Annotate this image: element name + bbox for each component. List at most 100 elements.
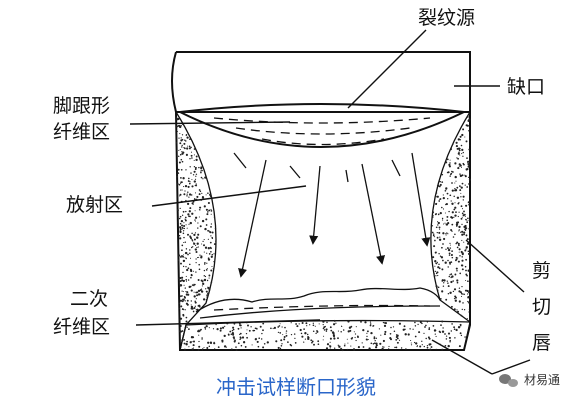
stipple-dot [430, 346, 433, 348]
stipple-dot [449, 341, 451, 343]
stipple-dot [314, 325, 316, 327]
stipple-dot [435, 275, 437, 277]
stipple-dot [201, 337, 203, 339]
stipple-dot [254, 327, 257, 330]
stipple-dot [194, 220, 196, 221]
stipple-dot [191, 348, 194, 351]
stipple-dot [442, 208, 445, 210]
stipple-dot [191, 157, 193, 159]
stipple-dot [183, 236, 185, 239]
stipple-dot [421, 322, 423, 325]
stipple-dot [190, 305, 194, 309]
stipple-dot [447, 332, 451, 335]
stipple-dot [192, 347, 194, 349]
stipple-dot [187, 145, 188, 147]
stipple-dot [294, 337, 296, 340]
stipple-dot [197, 348, 200, 351]
stipple-dot [295, 323, 297, 325]
stipple-dot [217, 346, 220, 348]
stipple-dot [465, 279, 467, 282]
stipple-dot [179, 229, 182, 231]
stipple-dot [237, 342, 240, 345]
stipple-dot [194, 305, 196, 307]
watermark: 材易通 [499, 373, 560, 387]
stipple-dot [182, 265, 185, 268]
stipple-dot [439, 331, 442, 334]
stipple-dot [186, 326, 188, 328]
label-shear-lip-2: 切 [532, 296, 551, 318]
stipple-dot [469, 144, 471, 146]
stipple-dot [239, 336, 242, 339]
stipple-dot [230, 348, 233, 351]
stipple-dot [182, 230, 185, 232]
stipple-dot [204, 262, 206, 264]
stipple-dot [194, 238, 196, 240]
stipple-dot [459, 154, 461, 156]
stipple-dot [446, 232, 448, 234]
stipple-dot [181, 214, 184, 216]
stipple-dot [200, 290, 204, 293]
stipple-dot [259, 325, 262, 328]
stipple-dot [461, 264, 464, 267]
stipple-dot [460, 205, 463, 208]
stipple-dot [190, 269, 193, 273]
stipple-dot [179, 280, 182, 283]
stipple-dot [383, 322, 386, 324]
stipple-dot [436, 184, 440, 187]
stipple-dot [283, 338, 286, 341]
stipple-dot [454, 214, 457, 217]
stipple-dot [183, 339, 186, 341]
stipple-dot [186, 299, 189, 302]
stipple-dot [466, 220, 468, 222]
stipple-dot [206, 296, 208, 298]
stipple-dot [186, 195, 188, 197]
stipple-dot [197, 233, 200, 236]
stipple-dot [196, 246, 198, 249]
stipple-dot [431, 231, 434, 234]
stipple-dot [239, 333, 241, 336]
stipple-dot [210, 223, 213, 225]
label-shear-lip-1: 剪 [532, 260, 551, 282]
stipple-dot [194, 192, 197, 194]
stipple-dot [425, 324, 427, 327]
stipple-dot [460, 196, 462, 198]
stipple-dot [196, 257, 199, 259]
stipple-dot [207, 286, 209, 288]
stipple-dot [198, 345, 201, 348]
stipple-dot [441, 217, 444, 220]
stipple-dot [200, 176, 203, 179]
stipple-dot [212, 328, 215, 330]
stipple-dot [416, 344, 418, 347]
stipple-dot [182, 227, 184, 230]
stipple-dot [354, 333, 357, 335]
stipple-dot [451, 149, 452, 151]
stipple-dot [242, 341, 246, 344]
stipple-dot [197, 246, 199, 248]
stipple-dot [176, 130, 179, 133]
stipple-dot [186, 291, 189, 294]
stipple-dot [190, 304, 192, 306]
stipple-dot [317, 340, 320, 343]
stipple-dot [467, 160, 470, 163]
stipple-dot [189, 236, 192, 239]
stipple-dot [193, 306, 196, 310]
stipple-dot [455, 180, 457, 182]
stipple-dot [195, 184, 198, 187]
stipple-dot [455, 141, 458, 144]
stipple-dot [407, 333, 410, 336]
stipple-dot [181, 290, 183, 292]
stipple-dot [201, 285, 203, 287]
stipple-dot [192, 344, 195, 347]
stipple-dot [213, 341, 215, 344]
stipple-dot [396, 341, 399, 344]
stipple-dot [194, 210, 196, 212]
stipple-dot [177, 117, 180, 120]
stipple-dot [446, 223, 449, 226]
stipple-dot [214, 228, 217, 230]
stipple-dot [441, 206, 443, 209]
stipple-dot [457, 242, 460, 245]
stipple-dot [193, 284, 195, 287]
stipple-dot [190, 154, 193, 157]
stipple-dot [198, 334, 200, 336]
stipple-dot [337, 337, 339, 340]
